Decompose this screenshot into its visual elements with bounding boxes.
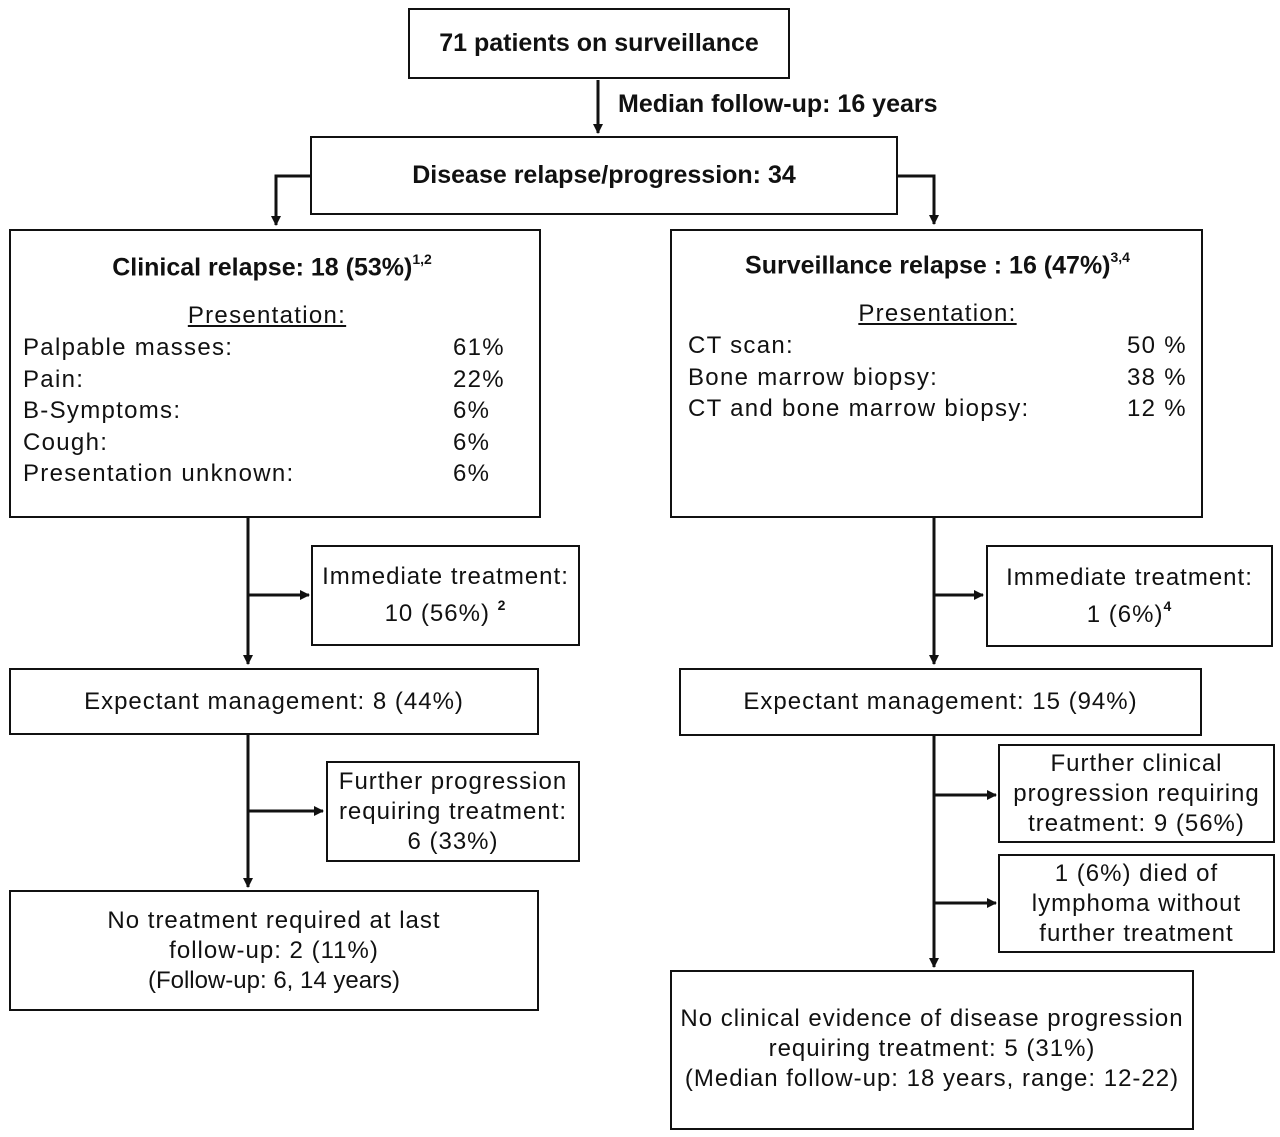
- item-pct: 50 %: [1127, 332, 1187, 360]
- surveillance-relapse-title-text: Surveillance relapse : 16 (47%): [745, 251, 1111, 280]
- item-label: Presentation unknown:: [23, 460, 295, 488]
- clinical-relapse-title: Clinical relapse: 18 (53%)1,2: [33, 251, 511, 282]
- clinical-no-treatment-box: No treatment required at last follow-up:…: [9, 890, 539, 1011]
- surveillance-no-evidence-box: No clinical evidence of disease progress…: [670, 970, 1194, 1130]
- surveillance-immediate-line1: Immediate treatment:: [1006, 563, 1253, 591]
- clinical-immediate-sup: 2: [497, 597, 507, 613]
- item-label: CT scan:: [688, 332, 794, 360]
- arrow-relapse-to-surveillance: [897, 174, 939, 225]
- surveillance-immediate-sup: 4: [1163, 597, 1173, 614]
- clinical-notreat-line3: (Follow-up: 6, 14 years): [147, 967, 401, 994]
- surveillance-further-progression-box: Further clinical progression requiring t…: [998, 744, 1275, 843]
- list-item: Pain: 22%: [23, 364, 511, 396]
- list-item: CT scan: 50 %: [688, 330, 1187, 362]
- item-label: Palpable masses:: [23, 334, 234, 362]
- list-item: Bone marrow biopsy: 38 %: [688, 362, 1187, 394]
- clinical-immediate-treatment-box: Immediate treatment: 10 (56%) 2: [311, 545, 580, 646]
- clinical-further-line2: requiring treatment:: [338, 797, 568, 825]
- item-pct: 12 %: [1127, 395, 1187, 423]
- clinical-notreat-line1: No treatment required at last: [107, 907, 441, 934]
- item-pct: 38 %: [1127, 363, 1187, 391]
- surveillance-immediate-line2-wrap: 1 (6%)4: [1087, 593, 1172, 630]
- clinical-presentation-heading: Presentation:: [187, 302, 347, 330]
- item-pct: 61%: [453, 334, 505, 362]
- patients-box: 71 patients on surveillance: [408, 8, 790, 79]
- clinical-notreat-line2: follow-up: 2 (11%): [169, 937, 379, 964]
- arrow-relapse-to-clinical: [271, 174, 310, 226]
- clinical-further-line1: Further progression: [338, 767, 568, 795]
- surveillance-noevidence-line3: (Median follow-up: 18 years, range: 12-2…: [684, 1065, 1180, 1092]
- list-item: Palpable masses: 61%: [23, 332, 511, 364]
- clinical-immediate-line1: Immediate treatment:: [322, 563, 569, 590]
- item-label: Pain:: [23, 365, 85, 393]
- item-pct: 6%: [453, 397, 491, 425]
- clinical-relapse-title-sup: 1,2: [412, 251, 432, 267]
- patients-label: 71 patients on surveillance: [439, 29, 759, 57]
- relapse-box: Disease relapse/progression: 34: [310, 136, 898, 215]
- relapse-label: Disease relapse/progression: 34: [412, 161, 796, 189]
- item-pct: 22%: [453, 365, 505, 393]
- list-item: CT and bone marrow biopsy: 12 %: [688, 393, 1187, 425]
- surveillance-expectant-label: Expectant management: 15 (94%): [743, 688, 1138, 715]
- clinical-relapse-title-text: Clinical relapse: 18 (53%): [112, 253, 413, 282]
- item-label: Bone marrow biopsy:: [688, 363, 939, 391]
- list-item: B-Symptoms: 6%: [23, 395, 511, 427]
- clinical-further-line3: 6 (33%): [407, 827, 499, 855]
- item-label: B-Symptoms:: [23, 397, 182, 425]
- surveillance-died-line1: 1 (6%) died of: [1054, 859, 1219, 887]
- clinical-expectant-box: Expectant management: 8 (44%): [9, 668, 539, 735]
- surveillance-further-line2: progression requiring: [1013, 779, 1260, 807]
- surveillance-presentation-heading: Presentation:: [858, 300, 1017, 328]
- item-pct: 6%: [453, 460, 491, 488]
- surveillance-presentation-list: CT scan: 50 % Bone marrow biopsy: 38 % CT …: [688, 330, 1187, 425]
- item-label: Cough:: [23, 428, 109, 456]
- clinical-immediate-line2-wrap: 10 (56%) 2: [385, 592, 507, 629]
- surveillance-died-box: 1 (6%) died of lymphoma without further …: [998, 854, 1275, 953]
- surveillance-noevidence-line2: requiring treatment: 5 (31%): [768, 1035, 1096, 1062]
- surveillance-further-line3: treatment: 9 (56%): [1028, 809, 1245, 837]
- list-item: Presentation unknown: 6%: [23, 458, 511, 490]
- surveillance-noevidence-line1: No clinical evidence of disease progress…: [680, 1005, 1184, 1032]
- clinical-immediate-line2: 10 (56%): [384, 600, 490, 627]
- surveillance-further-line1: Further clinical: [1050, 749, 1223, 777]
- surveillance-died-line2: lymphoma without: [1031, 889, 1242, 917]
- surveillance-relapse-box: Surveillance relapse : 16 (47%)3,4 Prese…: [670, 229, 1203, 518]
- list-item: Cough: 6%: [23, 427, 511, 459]
- surveillance-expectant-box: Expectant management: 15 (94%): [679, 668, 1202, 736]
- surveillance-immediate-line2: 1 (6%): [1086, 600, 1164, 628]
- clinical-relapse-box: Clinical relapse: 18 (53%)1,2 Presentati…: [9, 229, 541, 518]
- clinical-expectant-label: Expectant management: 8 (44%): [84, 687, 464, 715]
- surveillance-died-line3: further treatment: [1039, 919, 1234, 947]
- surveillance-relapse-title: Surveillance relapse : 16 (47%)3,4: [688, 249, 1187, 280]
- median-followup-label: Median follow-up: 16 years: [618, 90, 938, 118]
- item-pct: 6%: [453, 428, 491, 456]
- surveillance-relapse-title-sup: 3,4: [1110, 249, 1130, 265]
- clinical-further-progression-box: Further progression requiring treatment:…: [326, 761, 580, 862]
- surveillance-immediate-treatment-box: Immediate treatment: 1 (6%)4: [986, 545, 1273, 647]
- item-label: CT and bone marrow biopsy:: [688, 395, 1030, 423]
- clinical-presentation-list: Palpable masses: 61% Pain: 22% B-Symptoms:…: [23, 332, 511, 490]
